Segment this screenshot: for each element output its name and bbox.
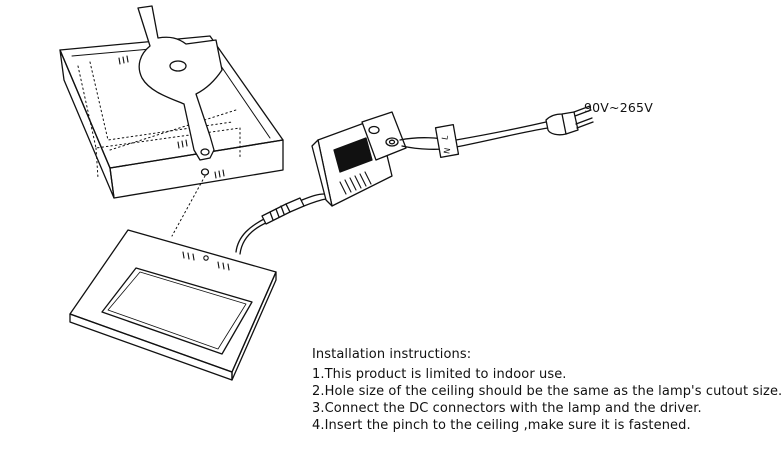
mounting-bracket <box>137 5 223 176</box>
dc-cable <box>235 217 269 255</box>
neutral-marker-label: N <box>442 147 452 154</box>
dc-connector <box>261 193 327 225</box>
ac-plug <box>545 105 594 136</box>
installation-instructions: Installation instructions: 1.This produc… <box>312 346 782 434</box>
instruction-step: 1.This product is limited to indoor use. <box>312 367 567 382</box>
installation-diagram: L N <box>59 5 594 381</box>
instruction-step: 2.Hole size of the ceiling should be the… <box>312 384 782 399</box>
voltage-rating-label: 90V~265V <box>584 100 653 115</box>
ac-cable <box>399 121 549 150</box>
line-marker-label: L <box>440 134 450 140</box>
instructions-heading: Installation instructions: <box>312 347 472 362</box>
line-neutral-marker <box>434 124 460 158</box>
installation-diagram-page: L N 90V~265V Installation instructions: … <box>59 5 782 434</box>
instruction-step: 3.Connect the DC connectors with the lam… <box>312 401 702 416</box>
led-panel-lamp <box>69 229 277 381</box>
instruction-step: 4.Insert the pinch to the ceiling ,make … <box>312 418 691 433</box>
led-driver <box>311 111 407 207</box>
